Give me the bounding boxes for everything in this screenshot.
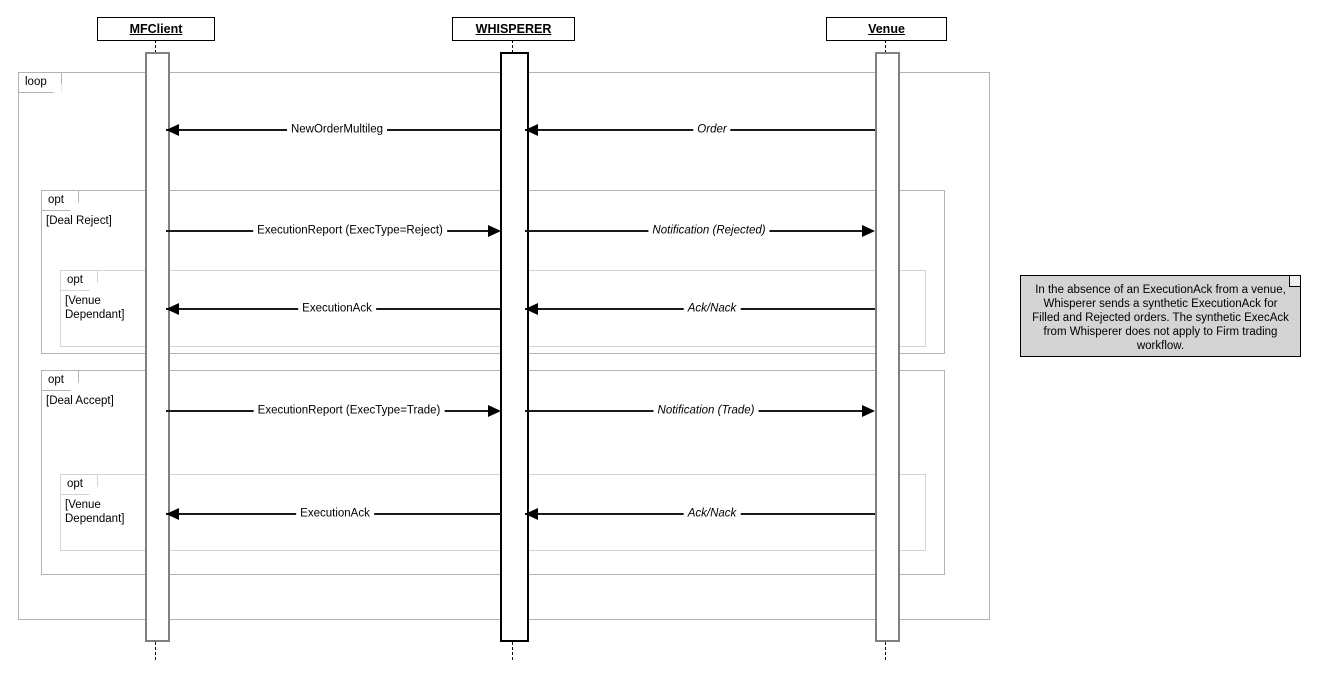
message-label-notification-trade: Notification (Trade) [653, 404, 759, 418]
fragment-opt-deal-reject-operator-tab: opt [42, 191, 79, 211]
message-label-acknack-1: Ack/Nack [683, 302, 741, 316]
participant-whisperer[interactable]: WHISPERER [452, 17, 575, 41]
arrowhead-acknack-1 [525, 303, 538, 315]
message-label-executionreport-trade: ExecutionReport (ExecType=Trade) [253, 404, 445, 418]
message-label-newordermultileg: NewOrderMultileg [286, 123, 388, 137]
fragment-opt-venue-dependant-2-guard: [Venue Dependant] [65, 499, 125, 525]
fragment-opt-deal-accept: opt [Deal Accept] [41, 370, 945, 575]
message-label-executionack-1: ExecutionAck [298, 302, 376, 316]
arrowhead-order [525, 124, 538, 136]
participant-mfclient[interactable]: MFClient [97, 17, 215, 41]
fragment-opt-venue-dependant-1-operator-tab: opt [61, 271, 98, 291]
fragment-opt-deal-accept-guard: [Deal Accept] [46, 395, 114, 407]
note-text: In the absence of an ExecutionAck from a… [1032, 284, 1289, 352]
fragment-opt-venue-dependant-1: opt [Venue Dependant] [60, 270, 926, 347]
message-label-notification-rejected: Notification (Rejected) [648, 224, 770, 238]
fragment-opt-venue-dependant-2: opt [Venue Dependant] [60, 474, 926, 551]
activation-bar-whisperer [500, 52, 529, 642]
fragment-opt-venue-dependant-2-operator-tab: opt [61, 475, 98, 495]
participant-venue[interactable]: Venue [826, 17, 947, 41]
fragment-opt-deal-reject: opt [Deal Reject] [41, 190, 945, 354]
arrowhead-newordermultileg [166, 124, 179, 136]
message-label-order: Order [693, 123, 731, 137]
fragment-loop-operator-tab: loop [19, 73, 62, 93]
arrowhead-executionack-1 [166, 303, 179, 315]
message-label-executionack-2: ExecutionAck [296, 507, 374, 521]
note-synthetic-execack: In the absence of an ExecutionAck from a… [1020, 275, 1301, 357]
arrowhead-notification-rejected [862, 225, 875, 237]
message-label-acknack-2: Ack/Nack [683, 507, 741, 521]
activation-bar-venue [875, 52, 900, 642]
activation-bar-mfclient [145, 52, 170, 642]
arrowhead-executionreport-trade [488, 405, 501, 417]
arrowhead-notification-trade [862, 405, 875, 417]
arrowhead-executionack-2 [166, 508, 179, 520]
fragment-opt-venue-dependant-1-guard: [Venue Dependant] [65, 295, 125, 321]
arrowhead-acknack-2 [525, 508, 538, 520]
fragment-opt-deal-accept-operator-tab: opt [42, 371, 79, 391]
arrowhead-executionreport-reject [488, 225, 501, 237]
message-label-executionreport-reject: ExecutionReport (ExecType=Reject) [253, 224, 447, 238]
fragment-opt-deal-reject-guard: [Deal Reject] [46, 215, 112, 227]
note-fold-corner [1289, 276, 1300, 287]
